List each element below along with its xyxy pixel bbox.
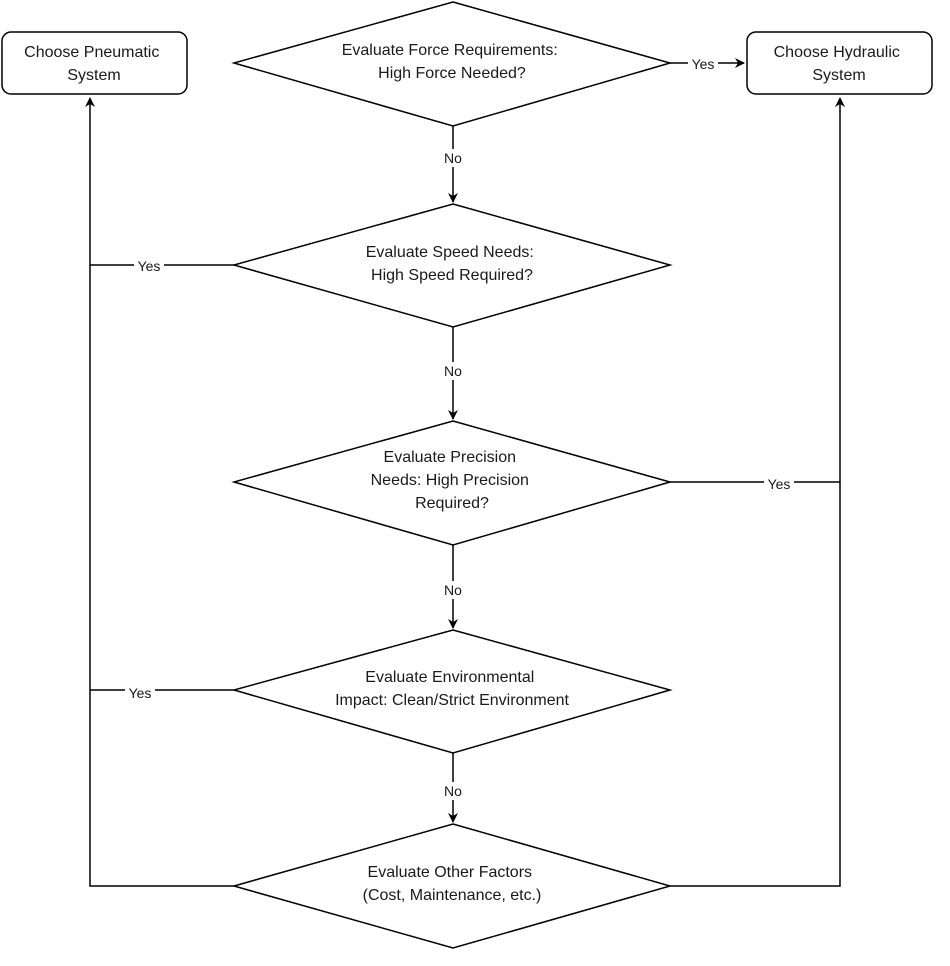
edge-labels: Yes No Yes No Yes No Yes No — [125, 55, 794, 800]
edge-label-speed-no-text: No — [444, 363, 462, 379]
environment-diamond — [231, 629, 673, 754]
edge-label-environment-yes-bg — [125, 684, 155, 702]
hydraulic-box — [746, 31, 933, 95]
other-diamond — [231, 823, 673, 949]
environment-label-line-1: Evaluate Environmental — [365, 669, 534, 686]
decision-force: Evaluate Force Requirements: High Force … — [231, 1, 673, 127]
hydraulic-label-line-2: System — [812, 67, 865, 84]
edge-label-speed-yes-text: Yes — [138, 258, 161, 274]
pneumatic-label-line-1: Choose Pneumatic — [24, 44, 159, 61]
node-choose-hydraulic: Choose Hydraulic System — [746, 31, 933, 95]
pneumatic-label: Choose Pneumatic System — [24, 44, 164, 84]
decision-other: Evaluate Other Factors (Cost, Maintenanc… — [231, 823, 673, 949]
edge-label-precision-yes: Yes — [764, 475, 794, 493]
edge-label-speed-no: No — [442, 362, 464, 380]
edge-label-environment-yes-text: Yes — [129, 685, 152, 701]
edge-speed-yes — [85, 97, 234, 266]
edge-label-speed-yes: Yes — [134, 257, 164, 275]
precision-label: Evaluate Precision Needs: High Precision… — [371, 449, 534, 512]
pneumatic-label-line-2: System — [67, 67, 120, 84]
precision-label-line-3: Required? — [415, 495, 489, 512]
edge-label-force-yes: Yes — [688, 55, 718, 73]
edge-precision-yes — [670, 97, 845, 483]
force-label: Evaluate Force Requirements: High Force … — [342, 42, 563, 82]
edge-label-environment-yes: Yes — [125, 684, 155, 702]
edge-label-environment-no-text: No — [444, 783, 462, 799]
edge-label-environment-no-bg — [442, 782, 464, 800]
other-label-line-2: (Cost, Maintenance, etc.) — [363, 887, 542, 904]
edge-label-precision-no-bg — [442, 581, 464, 599]
force-label-line-1: Evaluate Force Requirements: — [342, 42, 558, 59]
edge-label-precision-no: No — [442, 581, 464, 599]
speed-label: Evaluate Speed Needs: High Speed Require… — [366, 244, 539, 284]
edge-label-precision-yes-text: Yes — [768, 476, 791, 492]
node-choose-pneumatic: Choose Pneumatic System — [1, 31, 188, 95]
edge-label-force-yes-bg — [688, 55, 718, 73]
precision-label-line-1: Evaluate Precision — [384, 449, 517, 466]
precision-diamond — [231, 420, 673, 546]
precision-label-line-2: Needs: High Precision — [371, 472, 529, 489]
edge-label-precision-no-text: No — [444, 582, 462, 598]
force-label-line-2: High Force Needed? — [378, 65, 526, 82]
speed-label-line-2: High Speed Required? — [371, 267, 533, 284]
edge-label-force-no-bg — [442, 149, 464, 167]
decision-precision: Evaluate Precision Needs: High Precision… — [231, 420, 673, 546]
edge-label-force-no: No — [442, 149, 464, 167]
hydraulic-label-line-1: Choose Hydraulic — [774, 44, 900, 61]
other-label: Evaluate Other Factors (Cost, Maintenanc… — [363, 864, 542, 904]
edge-label-force-no-text: No — [444, 150, 462, 166]
speed-label-line-1: Evaluate Speed Needs: — [366, 244, 534, 261]
edge-label-environment-no: No — [442, 782, 464, 800]
environment-label-line-2: Impact: Clean/Strict Environment — [335, 692, 569, 709]
edge-label-precision-yes-bg — [764, 475, 794, 493]
environment-label: Evaluate Environmental Impact: Clean/Str… — [335, 669, 569, 709]
pneumatic-box — [1, 31, 188, 95]
force-diamond — [231, 1, 673, 127]
edge-other-pneumatic — [89, 265, 234, 887]
decision-environment: Evaluate Environmental Impact: Clean/Str… — [231, 629, 673, 754]
decision-speed: Evaluate Speed Needs: High Speed Require… — [231, 203, 673, 328]
edge-other-hydraulic — [670, 482, 841, 887]
edge-label-speed-yes-bg — [134, 257, 164, 275]
hydraulic-label: Choose Hydraulic System — [774, 44, 905, 84]
edge-label-speed-no-bg — [442, 362, 464, 380]
other-label-line-1: Evaluate Other Factors — [368, 864, 533, 881]
edge-label-force-yes-text: Yes — [692, 56, 715, 72]
speed-diamond — [231, 203, 673, 328]
